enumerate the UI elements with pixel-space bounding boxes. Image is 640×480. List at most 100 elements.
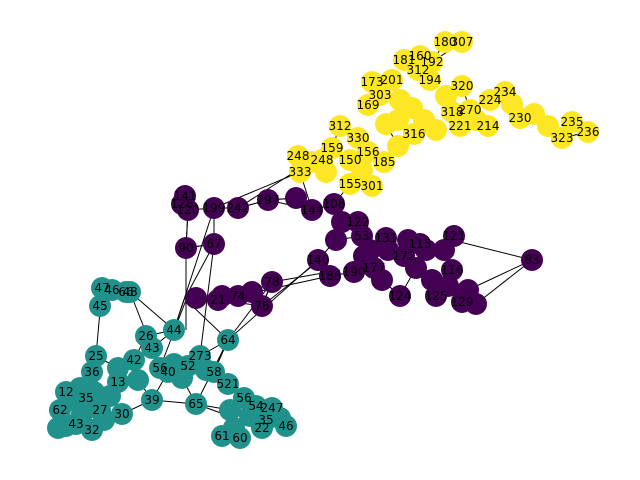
graph-node	[363, 257, 385, 279]
graph-node-label: 22	[254, 421, 269, 435]
graph-node-label: 312	[329, 119, 352, 133]
graph-node-label: 144	[301, 203, 324, 217]
graph-node-label: 188	[319, 269, 342, 283]
graph-node	[207, 289, 229, 311]
graph-node	[331, 211, 353, 233]
graph-node-label: 46	[104, 283, 119, 297]
graph-node	[307, 249, 329, 271]
graph-node	[123, 349, 145, 371]
graph-node	[261, 397, 283, 419]
graph-node-label: 108	[323, 197, 346, 211]
graph-node-label: 301	[361, 179, 384, 193]
graph-node	[577, 121, 599, 143]
graph-node-label: 312	[407, 63, 430, 77]
graph-node-label: 120	[177, 203, 200, 217]
graph-node-label: 42	[126, 353, 141, 367]
graph-node	[157, 361, 179, 383]
graph-node-label: 58	[206, 365, 221, 379]
graph-node-label: 43	[68, 417, 83, 431]
graph-node	[393, 245, 415, 267]
graph-node	[357, 141, 379, 163]
graph-node-label: 48	[122, 285, 137, 299]
graph-node-label: 74	[230, 289, 245, 303]
graph-node	[387, 135, 409, 157]
graph-node-label: 36	[84, 365, 99, 379]
graph-node	[311, 149, 333, 171]
graph-node-label: 199	[203, 201, 226, 215]
graph-node-label: 56	[152, 361, 167, 375]
graph-node	[403, 123, 425, 145]
graph-node	[285, 187, 307, 209]
graph-node-label: 12	[58, 385, 73, 399]
graph-node-label: 173	[361, 75, 384, 89]
graph-node-label: 297	[257, 193, 280, 207]
graph-node-label: 236	[577, 125, 600, 139]
graph-node	[175, 237, 197, 259]
graph-node	[89, 295, 111, 317]
graph-node	[361, 175, 383, 197]
graph-node-label: 303	[369, 88, 392, 102]
graph-node	[141, 389, 163, 411]
graph-node	[287, 145, 309, 167]
graph-node-label: 140	[307, 253, 330, 267]
graph-node	[425, 119, 447, 141]
graph-node	[441, 259, 463, 281]
graph-node-label: 43	[144, 341, 159, 355]
graph-node	[211, 425, 233, 447]
graph-node-label: 248	[287, 149, 310, 163]
graph-node	[301, 199, 323, 221]
graph-node-label: 307	[451, 35, 474, 49]
graph-node-label: 316	[403, 127, 426, 141]
graph-node	[115, 281, 137, 303]
graph-node	[107, 371, 129, 393]
graph-node	[177, 199, 199, 221]
graph-node-label: 221	[449, 119, 472, 133]
graph-node	[257, 189, 279, 211]
graph-node	[55, 381, 77, 403]
graph-node-label: 318	[441, 105, 464, 119]
graph-node-label: 90	[178, 241, 193, 255]
graph-node-label: 121	[443, 229, 466, 243]
graph-node	[421, 51, 443, 73]
graph-node	[357, 94, 379, 116]
graph-node-label: 27	[92, 403, 107, 417]
graph-node	[347, 211, 369, 233]
graph-node	[509, 107, 531, 129]
graph-node-label: 224	[479, 93, 502, 107]
graph-node	[251, 417, 273, 439]
graph-node-label: 159	[321, 141, 344, 155]
graph-node-label: 54	[248, 399, 263, 413]
graph-node-label: 169	[357, 98, 380, 112]
graph-node	[275, 415, 297, 437]
graph-node-label: 323	[551, 131, 574, 145]
graph-node	[111, 403, 133, 425]
graph-node-label: 44	[166, 323, 181, 337]
graph-node-label: 124	[389, 289, 412, 303]
graph-node-label: 35	[78, 391, 93, 405]
graph-node	[163, 319, 185, 341]
graph-node	[185, 393, 207, 415]
graph-node	[81, 361, 103, 383]
graph-node	[409, 233, 431, 255]
graph-node	[561, 111, 583, 133]
graph-node	[261, 271, 283, 293]
graph-node	[319, 265, 341, 287]
graph-node-label: 172	[393, 249, 416, 263]
graph-node	[375, 113, 397, 135]
graph-node-label: 155	[339, 177, 362, 191]
graph-node-label: 65	[188, 397, 203, 411]
graph-node	[227, 285, 249, 307]
graph-node	[89, 399, 111, 421]
graph-node	[329, 115, 351, 137]
graph-node-label: 235	[561, 115, 584, 129]
graph-node	[419, 69, 441, 91]
graph-edge	[213, 171, 301, 209]
graph-node-label: 180	[434, 35, 457, 49]
graph-node	[47, 417, 69, 439]
graph-node-label: 66	[118, 285, 133, 299]
graph-node-label: 64	[220, 333, 235, 347]
graph-node-label: 247	[261, 401, 284, 415]
graph-node	[217, 329, 239, 351]
graph-node-label: 53	[354, 229, 369, 243]
